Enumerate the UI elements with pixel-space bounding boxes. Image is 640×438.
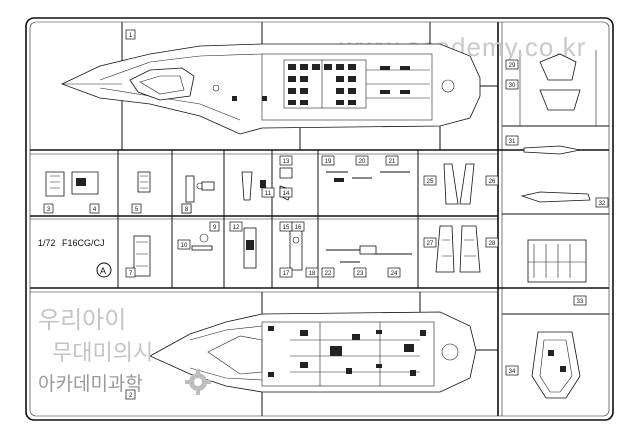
part-tag-box-28: [485, 237, 499, 248]
part-number-5: 5: [135, 207, 139, 213]
part-tag-box-2: [125, 389, 136, 400]
watermark-korean-line1: 우리아이: [38, 306, 126, 334]
part-number-21: 21: [389, 159, 396, 165]
gear-logo-icon: [185, 369, 211, 395]
part-number-25: 25: [427, 179, 434, 185]
part-2-lower-fuselage: [149, 292, 498, 416]
part-number-13: 13: [283, 159, 290, 165]
model-name: F16CG/CJ: [62, 238, 105, 248]
part-tag-box-13: [279, 155, 293, 166]
part-tag-box-21: [385, 155, 399, 166]
sprue-letter: A: [100, 266, 106, 276]
part-number-7: 7: [129, 271, 133, 277]
part-number-3: 3: [47, 207, 51, 213]
part-number-16: 16: [295, 225, 302, 231]
part-number-29: 29: [509, 63, 516, 69]
part-number-12: 12: [233, 225, 240, 231]
part-number-31: 31: [509, 139, 516, 145]
part-tag-box-3: [43, 203, 54, 214]
part-number-30: 30: [509, 83, 516, 89]
part-tag-box-9: [209, 221, 220, 232]
part-tag-box-17: [279, 267, 293, 278]
part-number-1: 1: [129, 33, 133, 39]
part-number-27: 27: [427, 241, 434, 247]
part-tag-box-33: [573, 295, 587, 306]
part-number-9: 9: [213, 225, 217, 231]
part-tag-box-12: [229, 221, 243, 232]
part-tag-box-18: [305, 267, 319, 278]
part-tag-box-16: [291, 221, 305, 232]
part-number-2: 2: [129, 393, 133, 399]
watermark-korean-line3: 아카데미과학: [38, 373, 143, 395]
part-number-33: 33: [577, 299, 584, 305]
part-tag-box-24: [387, 267, 401, 278]
part-tag-box-5: [131, 203, 142, 214]
part-number-17: 17: [283, 271, 290, 277]
part-tag-box-4: [89, 203, 100, 214]
part-number-10: 10: [181, 243, 188, 249]
watermark-korean-line2: 무대미의시: [52, 341, 153, 366]
right-column-parts: [520, 53, 591, 399]
part-number-34: 34: [509, 369, 516, 375]
part-tag-box-32: [595, 197, 609, 208]
part-tag-box-14: [279, 187, 293, 198]
part-tag-box-8: [181, 203, 192, 214]
part-1-upper-fuselage: [60, 22, 498, 150]
sprue-letter-circle: [96, 262, 112, 278]
part-number-23: 23: [357, 271, 364, 277]
part-number-14: 14: [283, 191, 290, 197]
scale-label: 1/72: [38, 238, 56, 248]
part-tag-box-7: [125, 267, 136, 278]
part-number-24: 24: [391, 271, 398, 277]
part-tag-box-10: [177, 239, 191, 250]
part-number-19: 19: [325, 159, 332, 165]
part-number-22: 22: [325, 271, 332, 277]
part-tag-box-30: [505, 79, 519, 90]
part-tag-box-31: [505, 135, 519, 146]
part-tag-box-1: [125, 29, 136, 40]
part-tag-box-19: [321, 155, 335, 166]
part-tag-box-25: [423, 175, 437, 186]
part-number-32: 32: [599, 201, 606, 207]
part-tag-box-27: [423, 237, 437, 248]
part-number-8: 8: [185, 207, 189, 213]
part-tag-box-29: [505, 59, 519, 70]
part-tag-box-34: [505, 365, 519, 376]
part-number-20: 20: [359, 159, 366, 165]
part-number-4: 4: [93, 207, 97, 213]
part-number-28: 28: [489, 241, 496, 247]
part-number-18: 18: [309, 271, 316, 277]
part-tag-box-22: [321, 267, 335, 278]
part-number-tags: 1234567891011121314151617181920212223242…: [43, 29, 609, 400]
part-tag-box-11: [261, 187, 275, 198]
part-number-26: 26: [489, 179, 496, 185]
part-number-11: 11: [265, 191, 272, 197]
part-tag-box-23: [353, 267, 367, 278]
small-parts: [45, 163, 481, 277]
part-tag-box-26: [485, 175, 499, 186]
part-tag-box-20: [355, 155, 369, 166]
part-number-15: 15: [283, 225, 290, 231]
